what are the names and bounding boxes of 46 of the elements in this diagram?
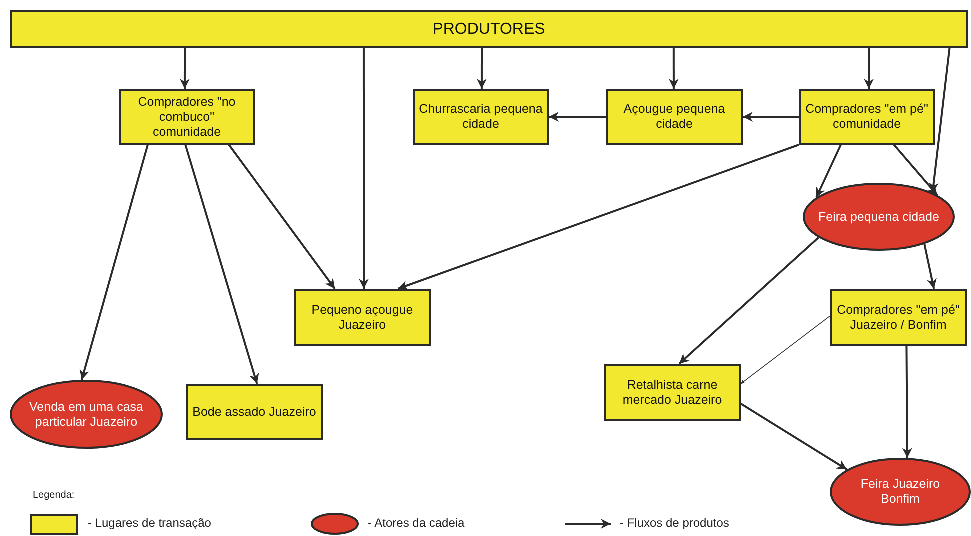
place-box [830, 289, 967, 346]
node-text: Venda em uma casa particular Juazeiro [28, 400, 144, 430]
place-box [604, 364, 741, 421]
place-box [186, 384, 323, 440]
node-text: Compradores "em pé" Juazeiro / Bonfim [836, 302, 961, 332]
node-text: Retalhista carne mercado Juazeiro [622, 378, 724, 408]
legend-title: Legenda: [33, 490, 75, 501]
node-text: Compradores "no combuco" comunidade [137, 94, 237, 140]
legend-text: - Atores da cadeia [368, 516, 465, 530]
arrow [743, 112, 799, 122]
place-box [294, 289, 431, 346]
arrow [924, 244, 937, 290]
actor-ellipse [830, 458, 971, 526]
arrow [359, 48, 369, 289]
arrow [184, 144, 260, 384]
node-text: PRODUTORES [432, 22, 546, 36]
place-box [606, 89, 743, 145]
arrow [864, 48, 874, 89]
place-box [799, 89, 935, 145]
actor-ellipse [803, 183, 955, 251]
arrow [740, 403, 848, 471]
node-text: Açougue pequena cidade [622, 102, 726, 132]
arrow [678, 236, 820, 365]
node-text: Churrascaria pequena cidade [419, 102, 543, 132]
arrow [476, 48, 487, 89]
legend-text: - Fluxos de produtos [620, 516, 730, 530]
node-text: Feira pequena cidade [818, 210, 940, 224]
arrow [902, 346, 912, 458]
arrow [668, 48, 679, 89]
header-bar [10, 10, 968, 48]
arrow [893, 144, 938, 196]
node-text: Pequeno açougue Juazeiro [310, 302, 414, 332]
node-text: Feira Juazeiro Bonfim [860, 477, 942, 507]
place-box [119, 89, 255, 145]
arrow [228, 144, 336, 290]
node-text: Bode assado Juazeiro [192, 404, 316, 420]
place-box [413, 89, 549, 145]
arrow [398, 144, 800, 290]
arrow [816, 144, 842, 198]
actor-ellipse [10, 380, 163, 449]
arrow [740, 316, 830, 384]
node-text: Compradores "em pé" comunidade [805, 102, 929, 132]
arrow [180, 48, 190, 89]
arrow [80, 144, 149, 380]
legend-text: - Lugares de transação [88, 516, 212, 530]
arrow [549, 112, 606, 122]
